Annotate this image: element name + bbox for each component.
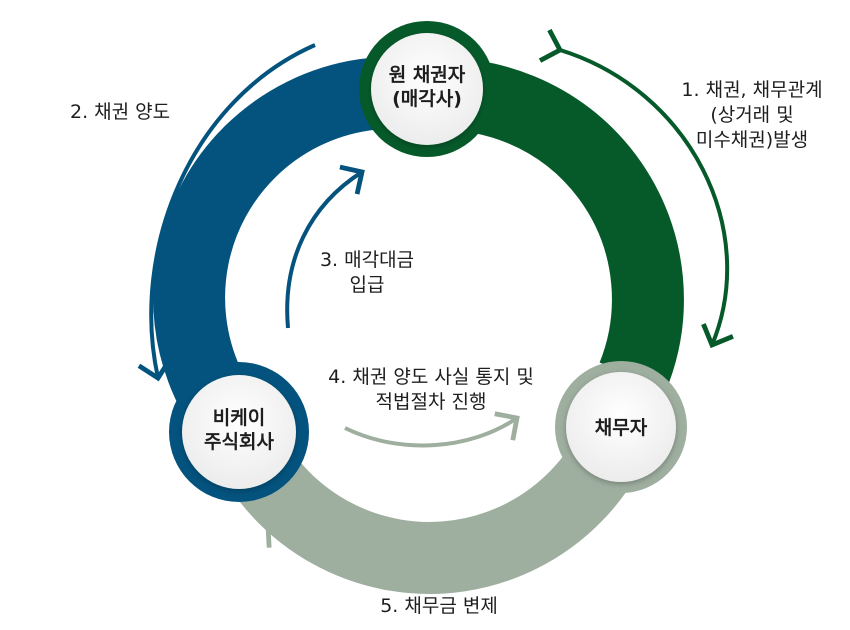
step1-line3: 미수채권)발생 [696,129,808,151]
arrow-step4 [344,411,520,448]
step3-line1: 3. 매각대금 [320,249,414,271]
step1-line1: 1. 채권, 채무관계 [681,79,822,101]
arrow-step1 [538,28,734,349]
step4-line2: 적법절차 진행 [376,391,487,413]
step3-label: 3. 매각대금 입급 [320,249,414,296]
step5-label: 5. 채무금 변제 [380,595,498,617]
node-original-creditor: 원 채권자 (매각사) [359,21,495,157]
step2-label: 2. 채권 양도 [70,101,170,123]
step1-line2: (상거래 및 [710,104,793,126]
bk-label-line1: 비케이 [213,407,265,429]
bk-label-line2: 주식회사 [204,431,274,453]
debtor-label: 채무자 [595,417,648,439]
step1-label: 1. 채권, 채무관계 (상거래 및 미수채권)발생 [681,79,822,151]
step3-line2: 입급 [350,274,385,296]
node-bk-company: 비케이 주식회사 [169,362,309,502]
step4-label: 4. 채권 양도 사실 통지 및 적법절차 진행 [328,366,534,413]
arrow-step5 [265,521,597,574]
step4-line1: 4. 채권 양도 사실 통지 및 [328,366,534,388]
node-debtor: 채무자 [555,361,687,493]
arrow-step3 [285,164,365,329]
creditor-label-line2: (매각사) [392,88,462,110]
creditor-label-line1: 원 채권자 [389,64,466,86]
ring-segment-blue [153,56,431,458]
arrow-step2 [137,43,316,382]
